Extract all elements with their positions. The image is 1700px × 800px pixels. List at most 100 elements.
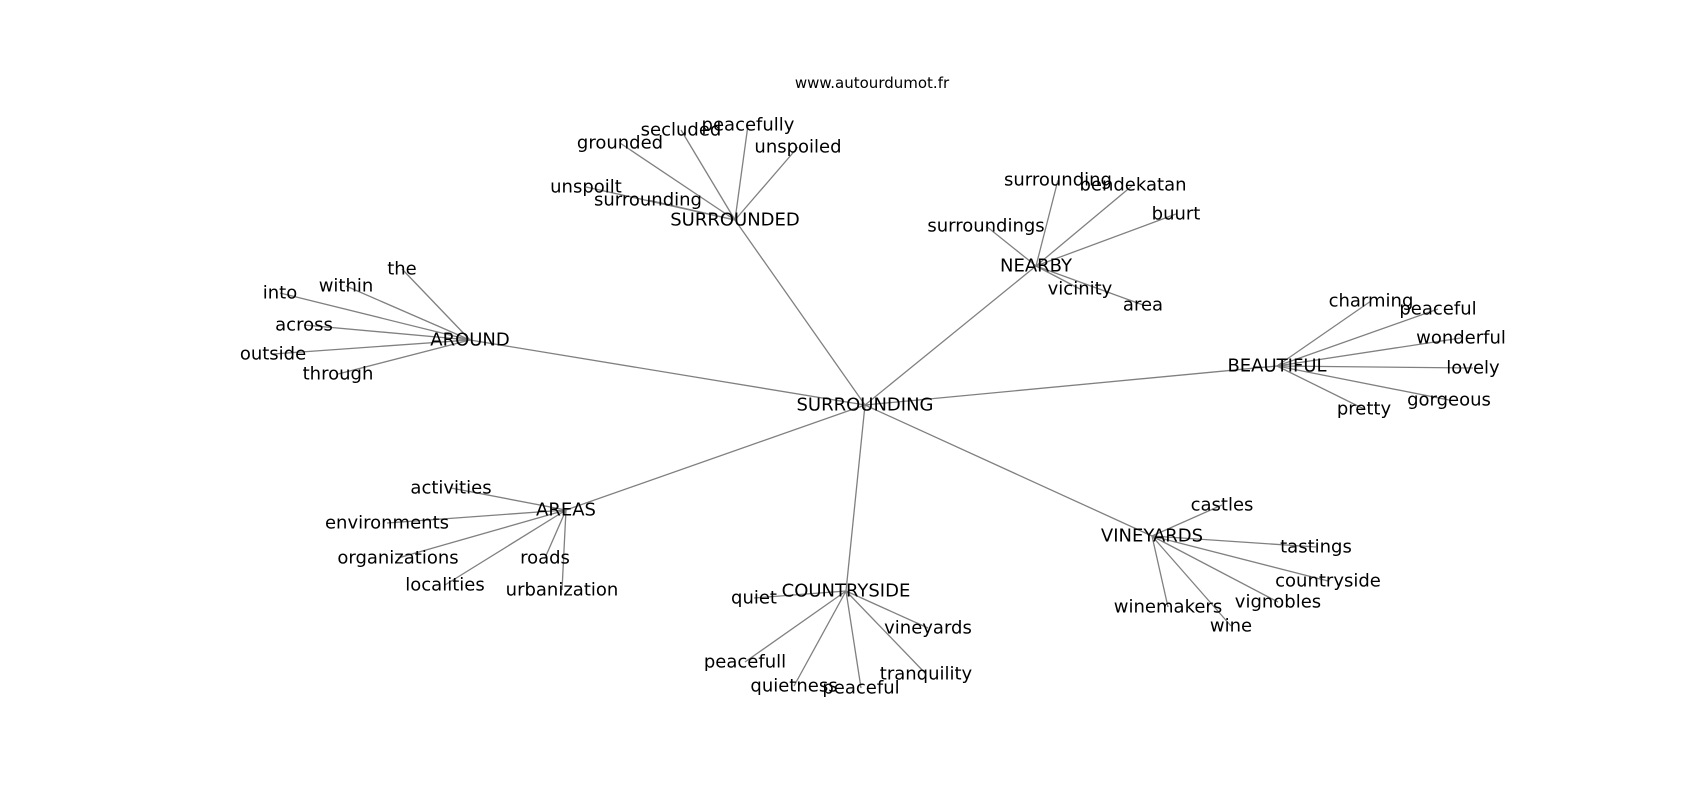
leaf-node-label: into (263, 283, 297, 304)
edge-nearby-vicinity (1035, 265, 1081, 290)
label-layer: SURROUNDINGSURROUNDEDgroundedsecludedpea… (240, 115, 1506, 699)
hub-node-label: BEAUTIFUL (1227, 356, 1326, 377)
edge-surrounded-peacefully (734, 124, 749, 221)
edge-nearby-surroundings (985, 225, 1037, 267)
leaf-node-label: surroundings (927, 216, 1044, 237)
leaf-node-label: through (303, 364, 374, 385)
leaf-node-label: castles (1191, 495, 1254, 516)
hub-node-label: AROUND (430, 330, 510, 351)
edge-beautiful-gorgeous (1276, 365, 1450, 401)
leaf-node-label: organizations (337, 548, 458, 569)
leaf-node-label: quietness (750, 676, 837, 697)
leaf-node-label: localities (405, 575, 484, 596)
hub-node-label: COUNTRYSIDE (782, 581, 911, 602)
leaf-node-label: winemakers (1114, 597, 1222, 618)
leaf-node-label: unspoilt (550, 177, 622, 198)
edge-countryside-tranquility (845, 590, 927, 675)
leaf-node-label: environments (325, 513, 449, 534)
edge-countryside-peacefull (744, 590, 847, 663)
edge-around-across (303, 324, 471, 341)
hub-node-label: AREAS (536, 500, 596, 521)
leaf-node-label: peaceful (1399, 299, 1476, 320)
edge-areas-roads (544, 509, 567, 559)
leaf-node-label: lovely (1446, 358, 1500, 379)
leaf-node-label: within (319, 276, 374, 297)
center-node-label: SURROUNDING (796, 395, 933, 416)
leaf-node-label: gorgeous (1407, 390, 1491, 411)
edge-countryside-quietness (793, 590, 847, 687)
leaf-node-label: outside (240, 344, 306, 365)
edge-center-nearby (864, 265, 1037, 406)
leaf-node-label: pretty (1337, 399, 1392, 420)
edge-vineyards-winemakers (1151, 535, 1169, 608)
leaf-node-label: peaceful (822, 678, 899, 699)
edge-vineyards-vignobles (1151, 535, 1279, 603)
leaf-node-label: vignobles (1235, 592, 1321, 613)
edge-beautiful-peaceful (1276, 308, 1439, 367)
edge-center-vineyards (864, 404, 1153, 537)
leaf-node-label: activities (410, 478, 491, 499)
leaf-node-label: peacefully (702, 115, 795, 136)
edge-around-through (337, 339, 471, 375)
site-credit: www.autourdumot.fr (795, 74, 950, 92)
leaf-node-label: quiet (731, 588, 777, 609)
edge-countryside-peaceful (845, 590, 862, 689)
edge-vineyards-castles (1151, 504, 1223, 537)
leaf-node-label: vicinity (1048, 279, 1113, 300)
edge-nearby-buurt (1035, 213, 1177, 267)
edge-beautiful-wonderful (1276, 337, 1462, 367)
leaf-node-label: area (1123, 295, 1163, 316)
leaf-node-label: unspoiled (754, 137, 841, 158)
edge-countryside-quiet (753, 590, 847, 599)
edge-nearby-surrounding (1035, 179, 1059, 267)
edge-center-around (469, 339, 866, 406)
edge-areas-organizations (397, 509, 567, 559)
leaf-node-label: roads (520, 548, 570, 569)
hub-node-label: SURROUNDED (670, 210, 800, 231)
edge-beautiful-charming (1276, 300, 1372, 367)
edge-around-into (279, 292, 471, 341)
edge-nearby-bendekatan (1035, 184, 1134, 267)
leaf-node-label: surrounding (594, 190, 702, 211)
leaf-node-label: surrounding (1004, 170, 1112, 191)
edge-beautiful-lovely (1276, 365, 1474, 369)
leaf-node-label: the (387, 259, 417, 280)
edge-areas-localities (444, 509, 567, 586)
edge-beautiful-pretty (1276, 365, 1365, 410)
leaf-node-label: tastings (1280, 537, 1352, 558)
leaf-node-label: tranquility (880, 664, 973, 685)
edge-vineyards-tastings (1151, 535, 1317, 548)
edge-surrounded-unspoiled (734, 146, 799, 221)
edge-center-surrounded (734, 219, 866, 406)
leaf-node-label: secluded (641, 120, 722, 141)
edge-vineyards-countryside (1151, 535, 1329, 582)
edge-center-areas (565, 404, 866, 511)
edge-surrounded-secluded (680, 129, 736, 221)
edge-countryside-vineyards (845, 590, 929, 629)
leaf-node-label: wonderful (1416, 328, 1506, 349)
leaf-node-label: bendekatan (1079, 175, 1186, 196)
leaf-node-label: buurt (1152, 204, 1201, 225)
edge-nearby-area (1035, 265, 1144, 306)
edge-around-outside (272, 339, 471, 355)
edge-around-the (401, 268, 471, 341)
leaf-node-label: wine (1210, 616, 1252, 637)
leaf-node-label: urbanization (506, 580, 619, 601)
edge-vineyards-wine (1151, 535, 1232, 627)
leaf-node-label: peacefull (704, 652, 786, 673)
edge-layer (272, 124, 1474, 689)
edge-around-within (345, 285, 471, 341)
leaf-node-label: across (275, 315, 333, 336)
leaf-node-label: countryside (1275, 571, 1381, 592)
edge-areas-environments (386, 509, 567, 524)
hub-node-label: VINEYARDS (1101, 526, 1203, 547)
edge-center-countryside (845, 404, 866, 592)
edge-center-beautiful (864, 365, 1278, 406)
leaf-node-label: charming (1329, 291, 1414, 312)
edge-surrounded-surrounding (647, 199, 736, 221)
hub-node-label: NEARBY (1000, 256, 1073, 277)
leaf-node-label: vineyards (884, 618, 972, 639)
edge-areas-activities (450, 487, 567, 511)
edge-areas-urbanization (561, 509, 567, 591)
